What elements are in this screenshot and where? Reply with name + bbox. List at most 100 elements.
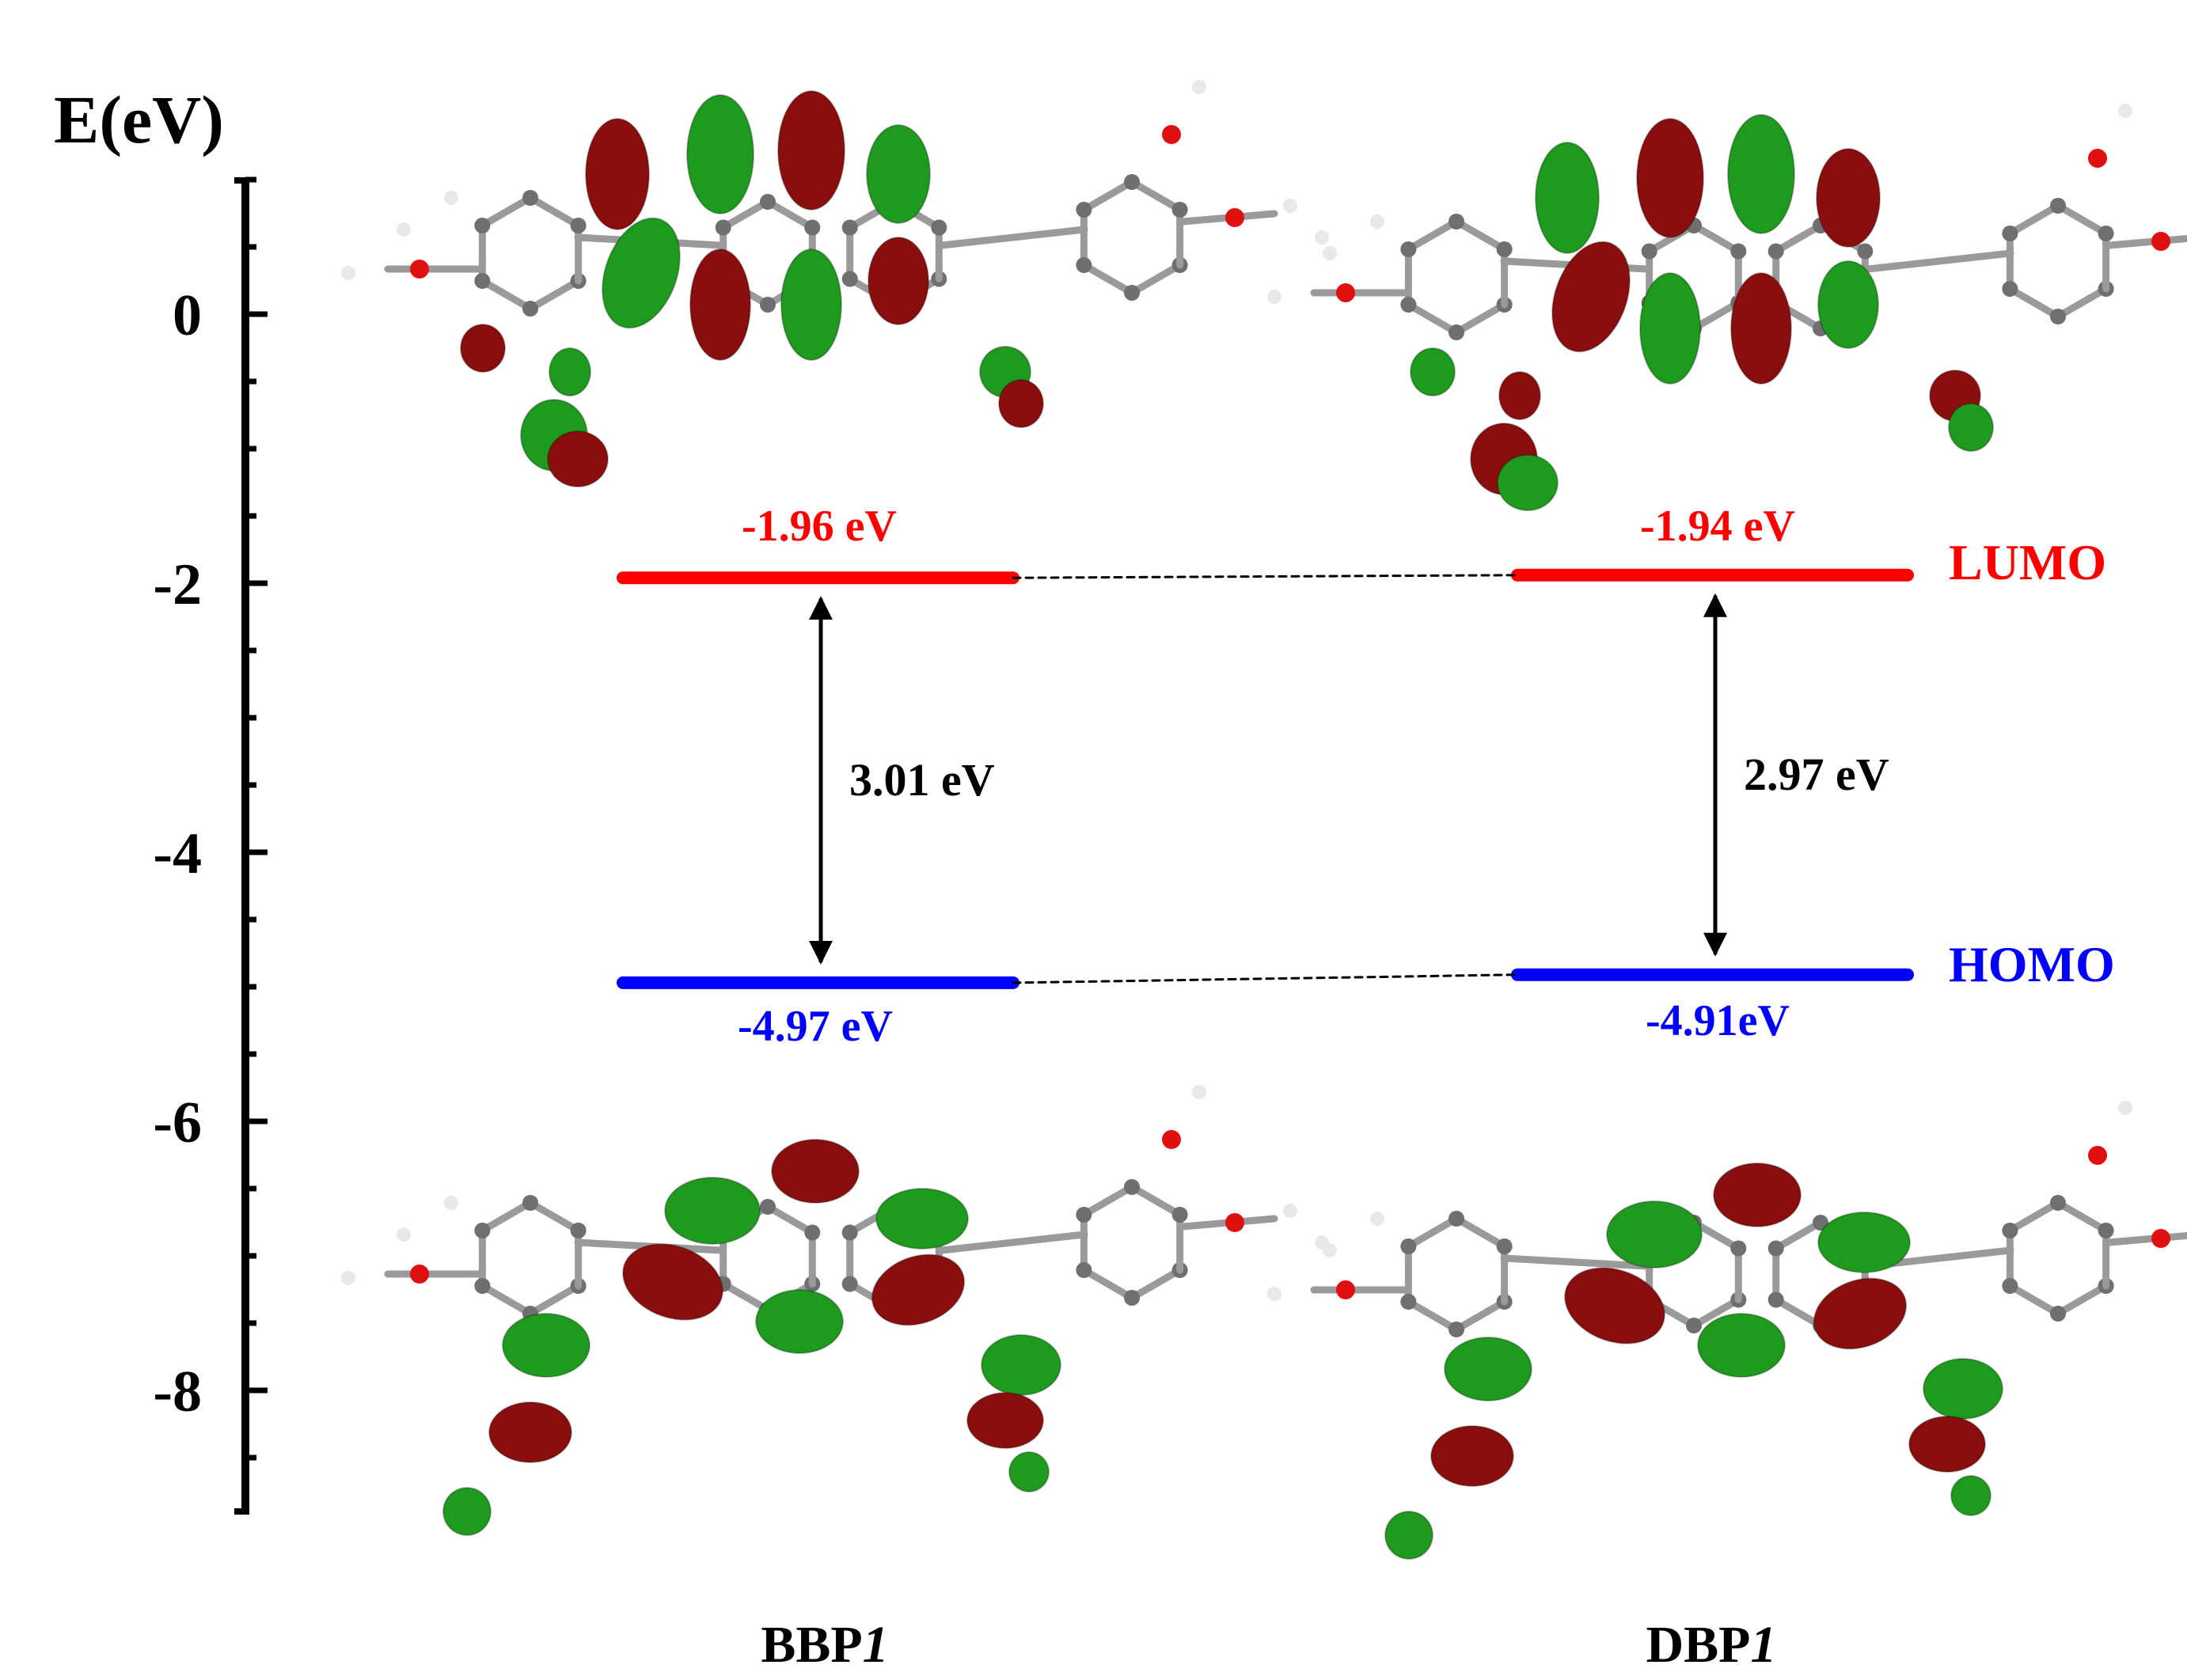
lumo-orbital-dbp1-lobe [1730,272,1792,385]
homo-orbital-dbp1-lobe [1817,1212,1911,1273]
molecule-bond [1080,261,1136,297]
molecule-bond [1404,1215,1460,1250]
lumo-connector [1012,574,1519,579]
homo-orbital-dbp1-lobe [1950,1475,1991,1516]
lumo-orbital-dbp1-lobe [1639,272,1701,385]
molecule-bond [1128,178,1184,214]
lumo-orbital-dbp1-lobe [1727,114,1795,234]
molecule-bond [2006,285,2062,320]
molecule-atom [1336,283,1355,302]
molecule-bond [1404,301,1460,336]
molecule-bond [720,198,772,231]
molecule-atom [2118,104,2132,118]
molecule-atom [397,222,411,237]
molecule-atom [2050,1306,2066,1322]
homo-orbital-bbp1-lobe [871,1253,966,1326]
molecule-atom [1730,243,1747,260]
molecule-atom [1124,1290,1140,1306]
molecule-bond [2054,202,2110,237]
molecule-atom [341,1271,355,1285]
molecule-bond [478,1282,534,1318]
homo-orbital-dbp1-lobe [1444,1337,1532,1401]
molecule-atom [474,1223,491,1238]
molecule-atom [1370,214,1384,229]
molecule-bond [1500,1254,1650,1270]
tick-label: -4 [153,821,202,886]
molecule-atom [841,271,858,287]
molecule-atom [474,1278,491,1294]
lumo-orbital-bbp1-lobe [549,347,591,396]
tick-label: -2 [153,552,202,617]
homo-orbital-bbp1-lobe [981,1334,1061,1396]
molecule-atom [1171,1207,1188,1223]
homo-orbital-dbp1-lobe [1923,1358,2003,1420]
molecule-atom [1686,1318,1702,1333]
molecule-atom [1076,257,1092,273]
molecule-bond [1690,1219,1742,1252]
lumo-orbital-dbp1-lobe [1817,260,1879,349]
molecule-atom [522,190,538,206]
molecule-bond [1690,1296,1742,1329]
molecule-atom [1124,1179,1140,1195]
axis-ticks: 0-2-4-6-8 [153,176,268,1515]
homo-connector [1012,973,1519,984]
molecule-atom [1192,80,1206,94]
energy-axis: E(eV) 0-2-4-6-8 [54,82,268,1515]
molecule-atom [570,218,587,233]
molecule-atom [2002,1278,2018,1294]
molecule-bond [1772,1296,1824,1329]
molecule-bond [1690,222,1742,255]
molecule-atom [570,1223,587,1238]
homo-orbital-bbp1-lobe [1008,1451,1050,1492]
molecule-atom [1267,1287,1281,1301]
molecule-bond [1452,218,1509,253]
molecule-atom [1496,241,1513,257]
homo-orbital-bbp1-lobe [488,1401,572,1463]
molecule-bond [1452,1298,1509,1333]
molecule-atom [1225,1213,1244,1232]
molecule-bond [2105,1231,2187,1246]
molecule-bond [1128,1183,1184,1219]
lumo-orbital-bbp1-lobe [780,248,842,361]
energy-levels [617,568,1914,989]
molecule-bond [478,194,534,229]
molecule-bond [764,198,816,231]
lumo-orbital-bbp1-lobe [547,430,609,487]
molecule-atom [2002,281,2018,297]
tick-label: -8 [153,1360,202,1424]
molecule-atom [715,219,731,236]
molecule-atom [1192,1085,1206,1099]
molecule-atom [1449,1322,1464,1337]
lumo-orbital-bbp1-lobe [602,217,681,329]
molecule-atom [1641,243,1657,260]
molecule-atom [2002,226,2018,241]
molecule-atom [2088,149,2107,168]
molecule-bond [2054,1282,2110,1318]
molecule-bond [1864,249,2014,273]
lumo-orbital-dbp1-lobe [1948,403,1994,452]
molecule-atom [1767,243,1784,260]
molecule-name-dbp1: DBP1 [1646,1616,1777,1674]
molecule-bond [1128,1266,1184,1302]
molecule-atom [474,218,491,233]
molecule-atom [1400,1238,1417,1254]
lumo-orbital-bbp1-lobe [585,118,650,230]
molecule-bond [1404,218,1460,253]
molecule-atom [341,266,355,280]
molecule-atom [1496,1238,1513,1254]
homo-orbital-dbp1-lobe [1713,1162,1802,1227]
molecule-atom [2050,1195,2066,1211]
lumo-orbital-bbp1-lobe [998,379,1044,428]
homo-value-bbp1: -4.97 eV [738,1002,893,1051]
molecule-atom [1400,1294,1417,1310]
homo-orbital-dbp1-lobe [1908,1416,1986,1473]
molecule-atom [1813,1215,1828,1231]
molecule-bond [2054,1199,2110,1234]
molecule-atom [804,219,821,236]
molecule-atom [1370,1212,1384,1226]
molecule-bond [478,277,534,313]
homo-orbital-bbp1-lobe [502,1313,590,1378]
molecule-atom [841,219,858,236]
molecule-atom [1171,202,1188,218]
